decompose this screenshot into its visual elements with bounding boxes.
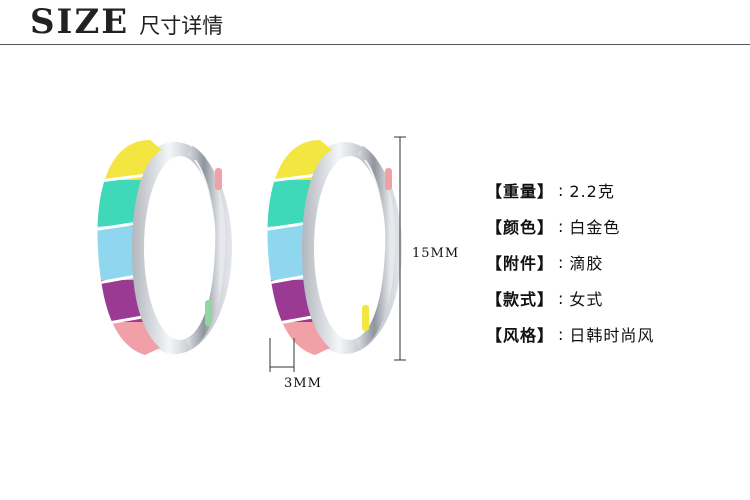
height-dimension-label: 15MM bbox=[412, 246, 460, 261]
spec-row-color: 【颜色】 : 白金色 bbox=[486, 208, 654, 244]
earring-left bbox=[97, 140, 232, 355]
height-dimension-line bbox=[394, 136, 406, 361]
spec-row-weight: 【重量】 : 2.2克 bbox=[486, 172, 654, 208]
page-header: SIZE 尺寸详情 bbox=[30, 2, 223, 42]
spec-row-accessory: 【附件】 : 滴胶 bbox=[486, 244, 654, 280]
spec-key: 【风格】 bbox=[486, 326, 555, 345]
earring-right bbox=[267, 140, 402, 355]
spec-row-style: 【款式】 : 女式 bbox=[486, 280, 654, 316]
spec-key: 【颜色】 bbox=[486, 218, 555, 237]
spec-separator: : bbox=[558, 252, 564, 272]
width-dimension-line bbox=[269, 338, 295, 372]
spec-list: 【重量】 : 2.2克 【颜色】 : 白金色 【附件】 : 滴胶 【款式】 : … bbox=[486, 172, 654, 352]
spec-value: 滴胶 bbox=[569, 254, 604, 273]
spec-row-fashion: 【风格】 : 日韩时尚风 bbox=[486, 316, 654, 352]
spec-separator: : bbox=[558, 288, 564, 308]
spec-key: 【附件】 bbox=[486, 254, 555, 273]
spec-separator: : bbox=[558, 216, 564, 236]
spec-value: 白金色 bbox=[569, 218, 621, 237]
header-divider bbox=[0, 44, 750, 45]
spec-key: 【款式】 bbox=[486, 290, 555, 309]
page-subtitle: 尺寸详情 bbox=[139, 14, 224, 38]
spec-separator: : bbox=[558, 324, 564, 344]
spec-value: 2.2克 bbox=[569, 182, 615, 201]
spec-value: 女式 bbox=[569, 290, 604, 309]
spec-value: 日韩时尚风 bbox=[569, 326, 655, 345]
width-dimension-label: 3MM bbox=[284, 376, 322, 391]
spec-separator: : bbox=[558, 180, 564, 200]
page-title: SIZE bbox=[30, 2, 130, 42]
spec-key: 【重量】 bbox=[486, 182, 555, 201]
